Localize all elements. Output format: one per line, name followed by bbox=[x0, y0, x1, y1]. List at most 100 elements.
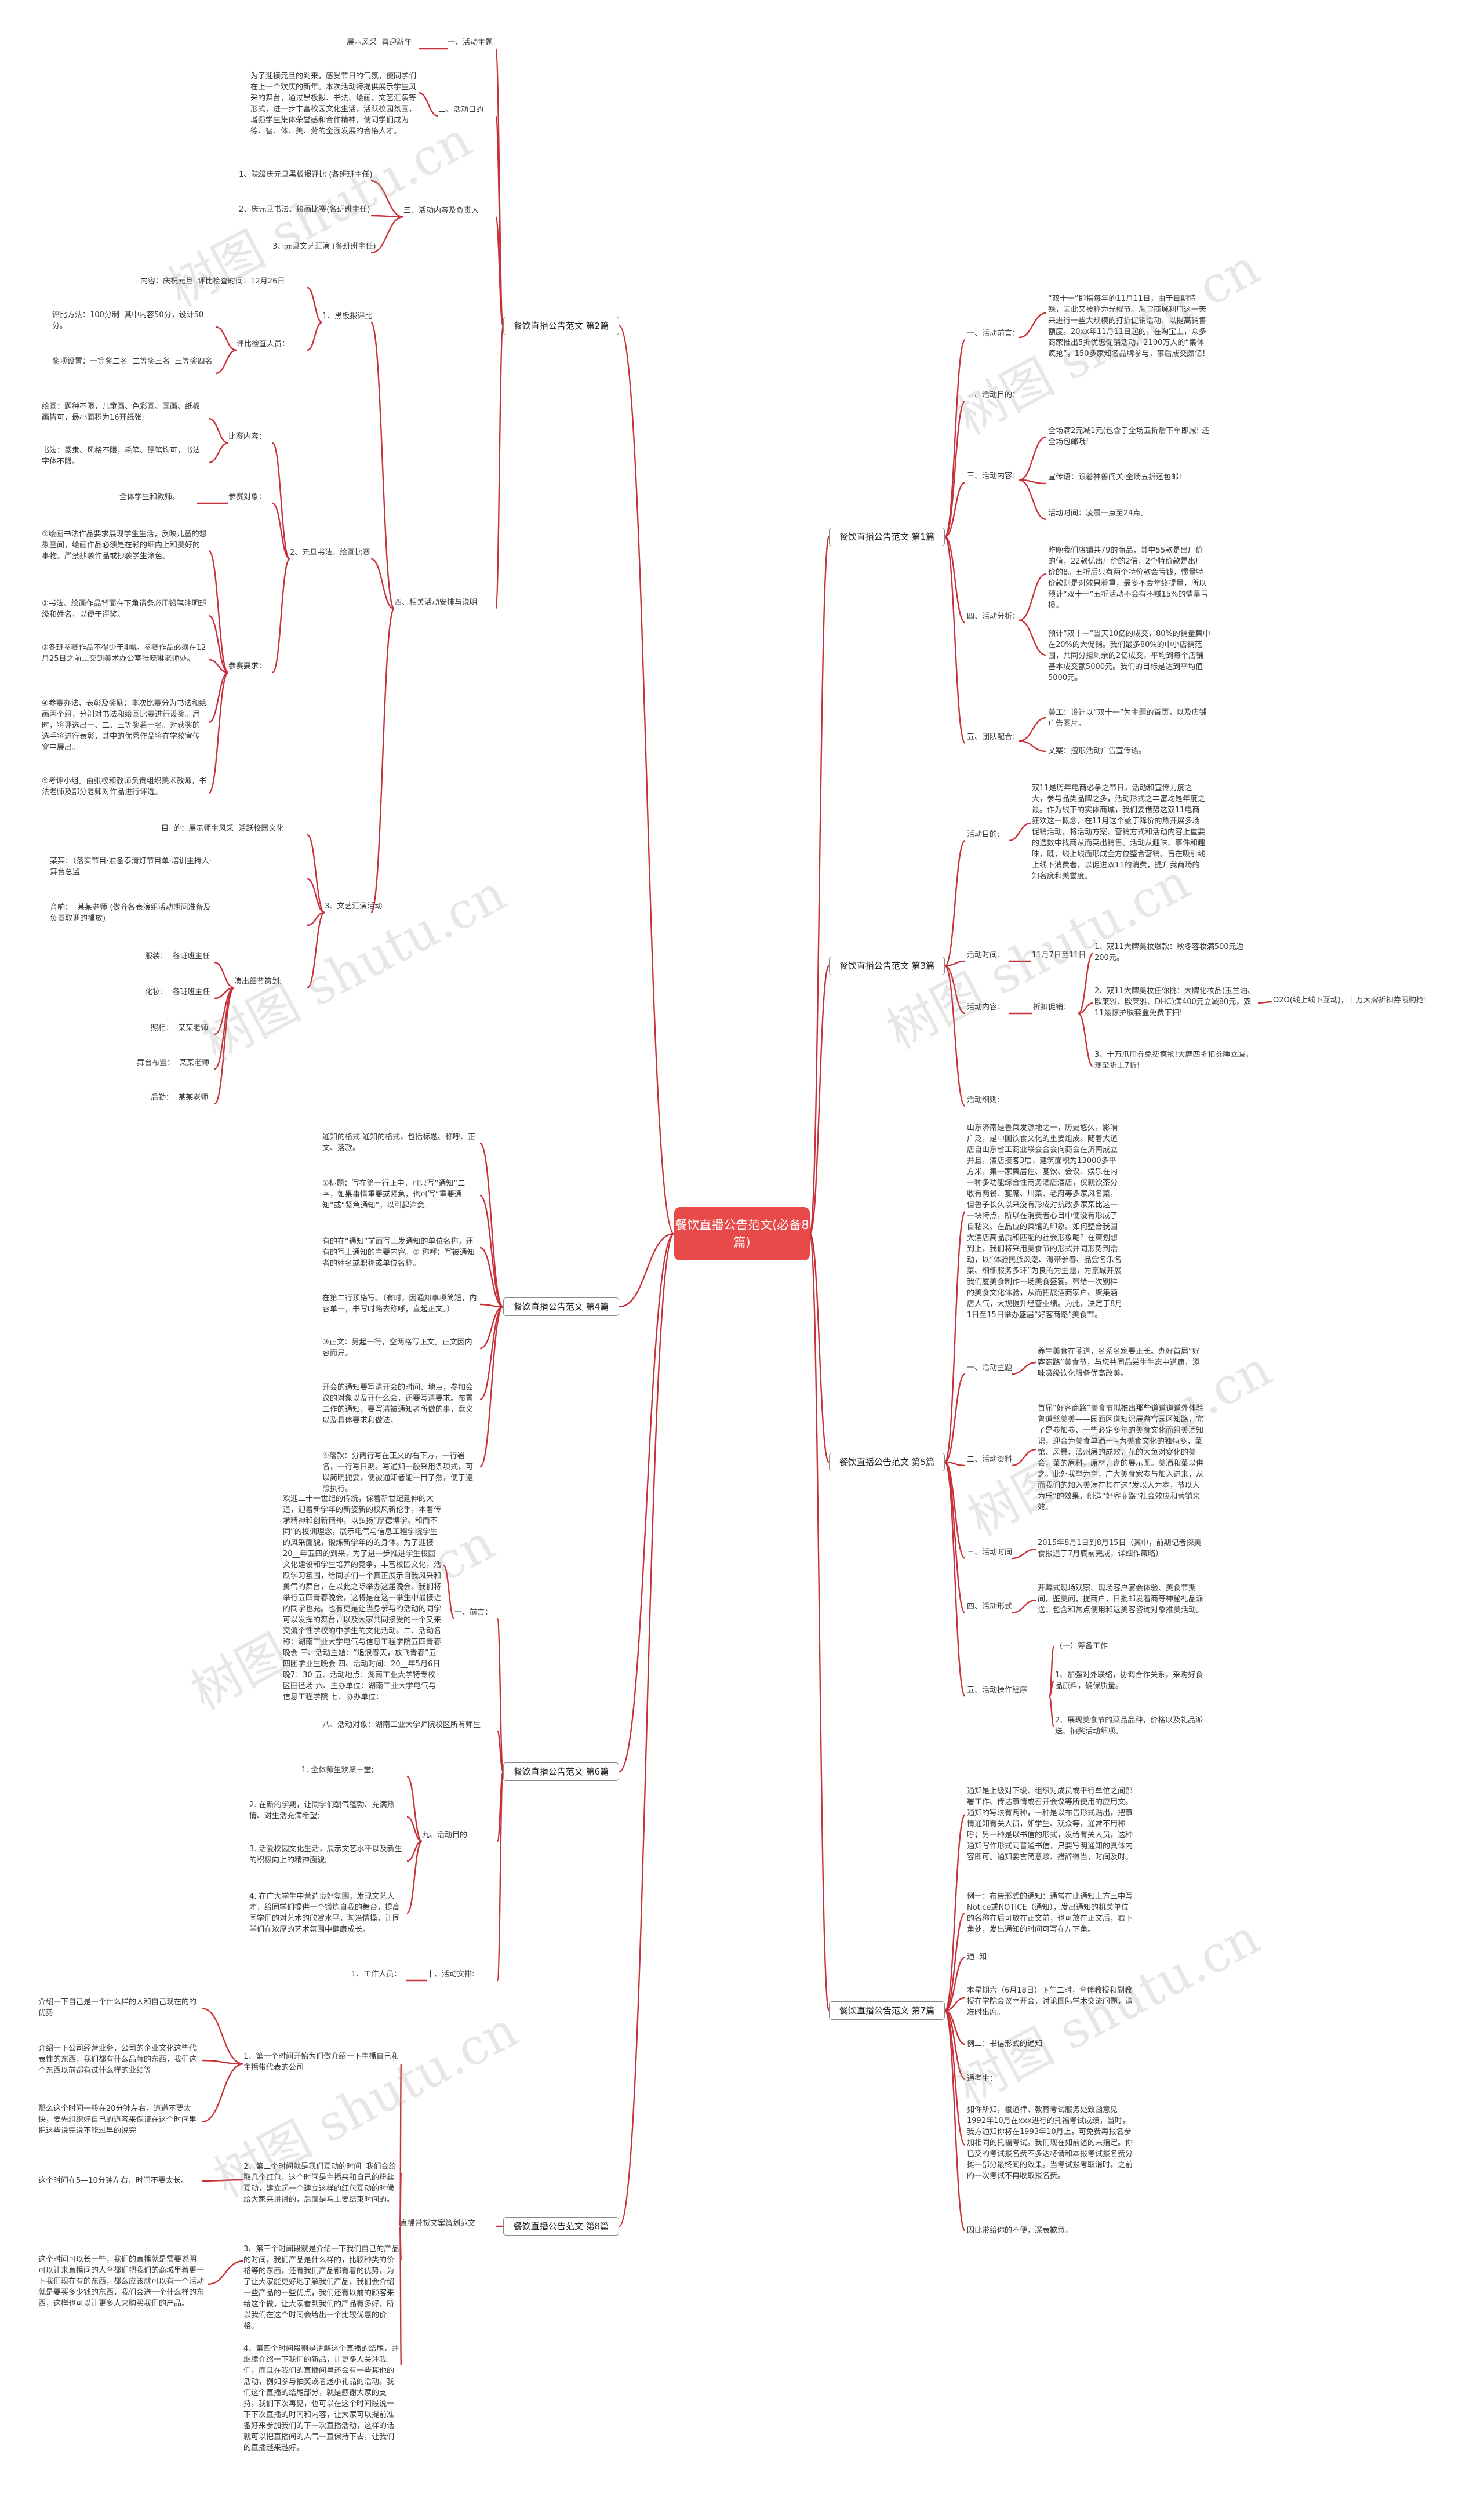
p4-item-b: ①标题：写在第一行正中。可只写“通知”二字，如果事情重要或紧急，也可写“重要通知… bbox=[322, 1179, 465, 1210]
p6-heading-1-a: 欢迎二十一世纪的传统，保着新世纪延伸的大道，迎着新学年的新姿新的校风新伦手，本着… bbox=[283, 1495, 442, 1702]
p2-h4-3-d3: 照相： 某某老师 bbox=[151, 1024, 209, 1033]
branch-3[interactable]: 餐饮直播公告范文 第3篇 bbox=[829, 957, 945, 975]
p2-h4-3-b: 某某：（落实节目·准备泰清灯节目单·培训主持人·舞台总监 bbox=[50, 857, 212, 877]
p6-heading-8: 八、活动对象：湖南工业大学师院校区所有师生 bbox=[322, 1721, 481, 1729]
p6-heading-10: 十、活动安排: bbox=[427, 1970, 475, 1979]
link-branch-6 bbox=[619, 1233, 675, 1773]
link-p2-sub bbox=[214, 987, 235, 1105]
link-branch-3 bbox=[809, 965, 830, 1235]
p1-heading-3-c: 活动时间：凌晨一点至24点。 bbox=[1048, 509, 1148, 518]
p2-h4-1-a: 内容：庆祝元旦 评比检查时间：12月26日 bbox=[140, 277, 285, 286]
link-p6 bbox=[496, 1771, 504, 1982]
p7-item-e: 例二：书信形式的通知 bbox=[967, 2040, 1043, 2048]
link-p2-sub bbox=[307, 911, 325, 989]
link-p2-sub bbox=[370, 608, 395, 914]
p3-heading-3: 活动内容： bbox=[967, 1003, 1005, 1012]
link-p1-sub bbox=[1019, 717, 1047, 742]
p2-h4-2-c: 参赛要求： bbox=[228, 662, 267, 671]
p2-heading-3-b: 2、庆元旦书法、绘画比赛(各班班主任) bbox=[239, 205, 370, 214]
p1-heading-2: 二、活动目的： bbox=[967, 391, 1020, 399]
link-p7 bbox=[944, 2009, 966, 2232]
p6-heading-10-a: 1、工作人员： bbox=[351, 1970, 402, 1979]
p6-heading-9-b: 2. 在新的学期，让同学们朝气蓬勃、充满热情、对生活充满希望; bbox=[249, 1801, 395, 1820]
link-p5 bbox=[944, 1373, 966, 1463]
branch-2[interactable]: 餐饮直播公告范文 第2篇 bbox=[503, 317, 619, 335]
p7-item-b: 例一：布告形式的通知：通常在此通知上方三中写Notice或NOTICE（通知），… bbox=[967, 1892, 1133, 1934]
p8-item-a1: 介绍一下自己是一个什么样的人和自己现在的的优势 bbox=[38, 1998, 197, 2018]
p2-heading-3-a: 1、院级庆元旦黑板报评比 (各班班主任) bbox=[239, 170, 373, 179]
p1-heading-5: 五、团队配合： bbox=[967, 733, 1020, 742]
link-p2-sub bbox=[208, 615, 229, 674]
p2-h4-2: 2、元旦书法、绘画比赛 bbox=[290, 548, 370, 557]
link-p1-sub bbox=[1019, 436, 1047, 481]
link-branch-1 bbox=[809, 536, 830, 1235]
p3-heading-3-a3: O2O(线上线下互动)，十万大牌折扣券限购抢! bbox=[1273, 996, 1427, 1005]
branch-4[interactable]: 餐饮直播公告范文 第4篇 bbox=[503, 1297, 619, 1316]
branch-1[interactable]: 餐饮直播公告范文 第1篇 bbox=[829, 528, 945, 546]
p1-heading-1: 一、活动前言： bbox=[967, 329, 1020, 338]
link-p4 bbox=[479, 1306, 504, 1401]
p2-h4-3-d: 演出细节策划: bbox=[234, 977, 282, 986]
p3-heading-4: 活动细则: bbox=[967, 1096, 1000, 1104]
p3-heading-3-a1: 1、双11大牌美妆爆款：秋冬容妆满500元返200元。 bbox=[1094, 943, 1244, 962]
link-p8-sub bbox=[399, 2225, 402, 2367]
link-p5-sub bbox=[1011, 1361, 1037, 1375]
p8-item-a3: 那么这个时间一般在20分钟左右，道道不要太快，要先组织好自己的道容来保证在这个时… bbox=[38, 2104, 197, 2135]
p6-heading-9-c: 3. 活爱校园文化生活，展示文艺水平以及新生的积极向上的精神面貌; bbox=[249, 1845, 402, 1864]
link-p6-sub bbox=[406, 1816, 423, 1842]
link-p2-sub bbox=[271, 442, 291, 560]
p2-h4-3-a: 目 的：展示师生风采 活跃校园文化 bbox=[161, 824, 284, 833]
p5-heading-1: 一、活动主题 bbox=[967, 1364, 1013, 1372]
link-p1-sub bbox=[1019, 479, 1047, 521]
link-p3-sub bbox=[1078, 1002, 1094, 1015]
link-p2-sub bbox=[307, 878, 325, 914]
p5-heading-4: 四、活动形式 bbox=[967, 1602, 1013, 1611]
p8-heading: 直播带货文案策划范文 bbox=[400, 2219, 476, 2228]
p6-heading-1: 一、前言： bbox=[454, 1608, 493, 1617]
p2-h4-2-a2: 书法：篆隶、风格不限，毛笔、硬笔均可，书法字体不限。 bbox=[42, 446, 201, 466]
p8-item-b1: 这个时间在5—10分钟左右，时间不要太长。 bbox=[38, 2176, 188, 2185]
link-p3-sub bbox=[1078, 952, 1094, 1015]
p3-heading-3-a2: 2、双11大牌美妆任你挑：大牌化妆品(玉兰油、欧莱雅、欧莱雅、DHC)满400元… bbox=[1094, 987, 1255, 1017]
link-p7 bbox=[944, 2009, 966, 2146]
link-p4 bbox=[479, 1142, 504, 1308]
link-p8-sub bbox=[399, 2172, 402, 2227]
mindmap-root[interactable]: 餐饮直播公告范文(必备8篇) bbox=[674, 1207, 810, 1260]
p3-heading-3-a: 折扣促销： bbox=[1033, 1003, 1071, 1012]
p7-item-f: 通考生： bbox=[967, 2074, 998, 2083]
link-p4 bbox=[479, 1194, 504, 1308]
p2-heading-3: 三、活动内容及负责人 bbox=[403, 206, 479, 215]
link-p6-sub bbox=[406, 1840, 423, 1914]
p3-heading-1: 活动目的: bbox=[967, 830, 1000, 839]
p8-item-c1: 这个时间可以长一些，我们的直播就是需要说明 可以让来直播间的人全都们把我们的商城… bbox=[38, 2255, 205, 2308]
p2-h4-3: 3、文艺汇演活动 bbox=[325, 902, 383, 911]
link-branch-2 bbox=[618, 325, 675, 1235]
branch-8[interactable]: 餐饮直播公告范文 第8篇 bbox=[503, 2217, 619, 2236]
p5-heading-5-a: （一）筹备工作 bbox=[1055, 1642, 1108, 1651]
p8-item-a2: 介绍一下公司经营业务，公司的企业文化这些代表性的东西，我们都有什么品牌的东西，我… bbox=[38, 2044, 197, 2075]
p1-heading-1-text: “双十一”即指每年的11月11日，由于日期特殊，因此又被称为光棍节。淘宝商城利用… bbox=[1048, 295, 1210, 358]
branch-5[interactable]: 餐饮直播公告范文 第5篇 bbox=[829, 1453, 945, 1471]
p2-h4-2-a1: 绘画：题种不限，儿童画、色彩画、国画、纸板画皆可，最小面积为16开纸张; bbox=[42, 402, 201, 422]
p4-item-c: 有的在“通知”前面写上发通知的单位名称，还有的写上通知的主要内容。② 称呼：写被… bbox=[322, 1237, 475, 1268]
p8-item-c: 3、第三个时间段就是介绍一下我们自己的产品的时间，我们产品是什么样的，比较种类的… bbox=[243, 2245, 399, 2331]
p2-heading-2: 二、活动目的 bbox=[438, 106, 484, 114]
branch-6[interactable]: 餐饮直播公告范文 第6篇 bbox=[503, 1762, 619, 1781]
link-p5 bbox=[944, 1461, 966, 1698]
p2-heading-4: 四、相关活动安排与说明 bbox=[394, 598, 478, 607]
p2-h4-3-d5: 后勤： 某某老师 bbox=[151, 1093, 209, 1102]
p2-h4-1-c: 奖项设置：一等奖二名 二等奖三名 三等奖四名 bbox=[52, 357, 213, 366]
link-p1 bbox=[944, 536, 966, 744]
link-p2-sub bbox=[214, 987, 235, 1070]
p1-heading-5-b: 文案：擅形活动广告宣传语。 bbox=[1048, 747, 1147, 755]
link-p5 bbox=[944, 1211, 966, 1463]
p2-h4-3-d4: 舞台布置： 某某老师 bbox=[137, 1059, 210, 1067]
p5-heading-1-a: 养生美食在菲道，名系名家要正长。办好首届“好客商路”美食节，与您共同品尝生生态中… bbox=[1038, 1347, 1200, 1378]
link-p3-sub bbox=[1257, 1001, 1272, 1004]
link-p2-sub bbox=[307, 834, 325, 914]
link-p5-sub bbox=[1011, 1448, 1037, 1467]
link-p2-sub bbox=[208, 417, 229, 444]
p2-h4-1-d: 评比检查人员： bbox=[237, 340, 290, 348]
branch-7[interactable]: 餐饮直播公告范文 第7篇 bbox=[829, 2001, 945, 2020]
link-p2-sub bbox=[370, 180, 404, 218]
